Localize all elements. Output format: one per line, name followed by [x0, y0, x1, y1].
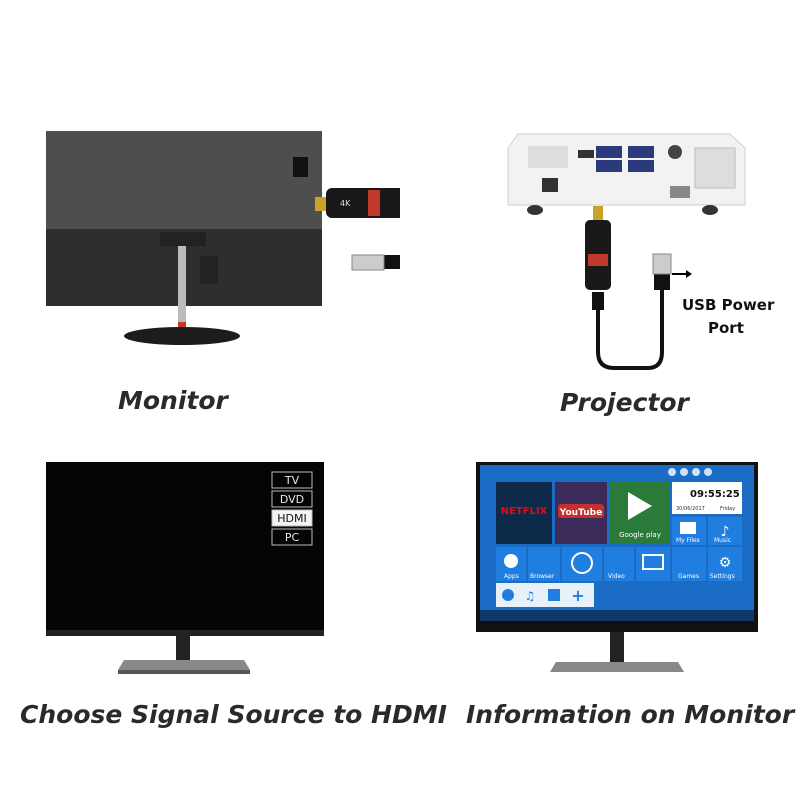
clock-date: 30/06/2017: [676, 506, 705, 512]
dock-add-icon: +: [571, 586, 584, 605]
source-item-hdmi-selected: [271, 509, 313, 527]
video-label: Video: [608, 573, 625, 580]
caption-information: Information on Monitor: [466, 700, 795, 729]
source-item-pc: [271, 528, 313, 546]
source-item-hdmi-label: HDMI: [277, 512, 306, 525]
tv-icon: [642, 554, 664, 570]
monitor-source-illustration: TV DVD HDMI PC: [46, 462, 324, 674]
my-files-label: My Files: [676, 537, 700, 544]
usb-plug: [351, 254, 385, 271]
settings-tile[interactable]: [708, 547, 742, 581]
settings-label: Settings: [710, 573, 735, 580]
games-tile[interactable]: [672, 547, 706, 581]
information-panel: NETFLIX YouTube Google play 09:55:25 30/…: [400, 440, 800, 800]
hdmi-dongle: [326, 188, 406, 218]
globe-icon: [571, 552, 593, 574]
music-label: Music: [714, 537, 731, 544]
settings-icon: ⚙: [719, 555, 732, 571]
youtube-label: YouTube: [559, 508, 602, 518]
nav-bar: [480, 610, 754, 621]
source-item-tv: [271, 471, 313, 489]
caption-choose-source: Choose Signal Source to HDMI: [20, 700, 447, 729]
monitor-base: [550, 662, 684, 672]
usb-power-port-label-line1: USB Power: [682, 296, 775, 314]
source-menu-panel: TV DVD HDMI PC Choose Signal Source to H…: [0, 440, 447, 800]
tv-tile[interactable]: [636, 547, 670, 581]
netflix-tile[interactable]: [496, 482, 552, 544]
monitor-black-screen: [46, 462, 324, 632]
usb-power-plug: [652, 253, 672, 275]
games-label: Games: [678, 573, 699, 580]
caption-projector: Projector: [560, 388, 689, 417]
monitor-stand: [178, 246, 186, 326]
clock-time: 09:55:25: [690, 489, 740, 500]
projector-panel: USB Power Port Projector: [400, 0, 800, 420]
video-tile[interactable]: [604, 547, 634, 581]
dock-store-icon: [548, 589, 560, 601]
source-item-dvd: [271, 490, 313, 508]
source-item-pc-label: PC: [285, 531, 300, 544]
source-item-dvd-label: DVD: [280, 493, 304, 506]
monitor-panel: 4K Monitor: [0, 0, 474, 415]
google-play-label: Google play: [619, 531, 661, 539]
source-menu: TV DVD HDMI PC: [271, 471, 313, 546]
monitor-illustration: 4K: [46, 131, 474, 345]
hdmi-port: [293, 157, 308, 177]
caption-monitor: Monitor: [118, 386, 228, 415]
dongle-brand: 4K: [340, 199, 351, 208]
music-tile[interactable]: [708, 517, 742, 545]
source-item-tv-label: TV: [284, 474, 300, 487]
music-icon: ♪: [721, 524, 730, 540]
browser-label: Browser: [530, 573, 555, 580]
monitor-android-illustration: NETFLIX YouTube Google play 09:55:25 30/…: [476, 462, 758, 672]
netflix-label: NETFLIX: [501, 506, 548, 517]
monitor-base: [124, 327, 240, 345]
apps-label: Apps: [504, 573, 519, 580]
monitor-base: [118, 660, 250, 670]
browser-tile[interactable]: [528, 547, 560, 581]
clock-day: Friday: [720, 506, 735, 512]
dock-music-icon: ♫: [525, 589, 536, 603]
usb-power-cable: [596, 290, 664, 370]
clock-widget: [672, 482, 742, 514]
projector-illustration: USB Power Port: [507, 133, 775, 370]
usb-power-port-label-line2: Port: [708, 319, 744, 337]
